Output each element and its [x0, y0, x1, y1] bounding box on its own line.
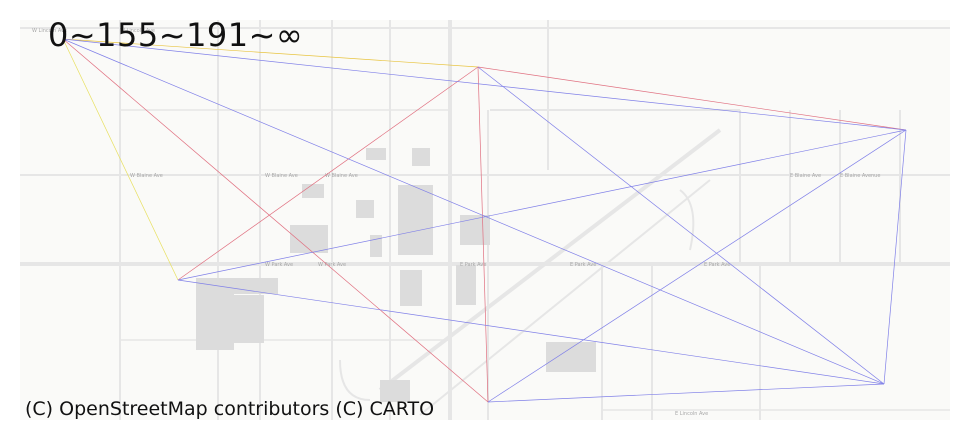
buildings [196, 148, 596, 402]
edge-yellow [62, 38, 479, 68]
edge-blue [177, 279, 885, 385]
street-label: W Park Ave [318, 262, 346, 268]
building [456, 265, 476, 305]
edge-red [62, 38, 489, 403]
road-diagonal-rail [378, 128, 722, 392]
edge-blue [487, 383, 885, 403]
edge-red [477, 66, 489, 403]
building [380, 380, 410, 402]
road-curve-2 [679, 189, 695, 251]
edge-blue [487, 129, 907, 403]
street-label: W Blaine Ave [325, 173, 358, 179]
map-panel[interactable]: W Lincoln Ave W Lincoln Ave W Blaine Ave… [20, 20, 950, 420]
building [400, 270, 422, 306]
building [460, 215, 490, 245]
connection-lines [62, 38, 907, 403]
building [546, 342, 596, 372]
building [290, 225, 328, 253]
building [370, 235, 382, 257]
road-curve [339, 359, 371, 401]
edge-yellow [62, 38, 179, 281]
edge-blue [62, 38, 907, 131]
building [356, 200, 374, 218]
building [412, 148, 430, 166]
street-label: E Park Ave [460, 262, 486, 268]
building [302, 184, 324, 198]
street-label: W Blaine Ave [265, 173, 298, 179]
building [234, 295, 264, 343]
street-label: W Blaine Ave [130, 173, 163, 179]
edge-blue [477, 66, 885, 385]
map-attribution: (C) OpenStreetMap contributors (C) CARTO [25, 398, 435, 420]
street-label: E Park Ave [570, 262, 596, 268]
edge-red [177, 66, 479, 281]
street-label: W Lincoln Ave [120, 28, 155, 34]
road-diagonal-2 [419, 179, 711, 416]
edge-red [477, 66, 907, 131]
street-label: W Park Ave [265, 262, 293, 268]
building [398, 185, 433, 255]
edge-blue [177, 129, 907, 281]
street-label: W Lincoln Ave [32, 28, 67, 34]
edge-blue [883, 129, 907, 385]
street-label: E Lincoln Ave [675, 411, 708, 417]
street-label: E Blaine Avenue [840, 173, 880, 179]
edge-blue [62, 38, 885, 385]
basemap-svg: W Lincoln Ave W Lincoln Ave W Blaine Ave… [20, 20, 950, 420]
building [366, 148, 386, 160]
street-label: E Blaine Ave [790, 173, 821, 179]
building [196, 278, 234, 350]
street-labels: W Lincoln Ave W Lincoln Ave W Blaine Ave… [32, 28, 880, 417]
distance-band-title: 0~155~191~∞ [48, 16, 304, 54]
street-label: E Park Ave [704, 262, 730, 268]
